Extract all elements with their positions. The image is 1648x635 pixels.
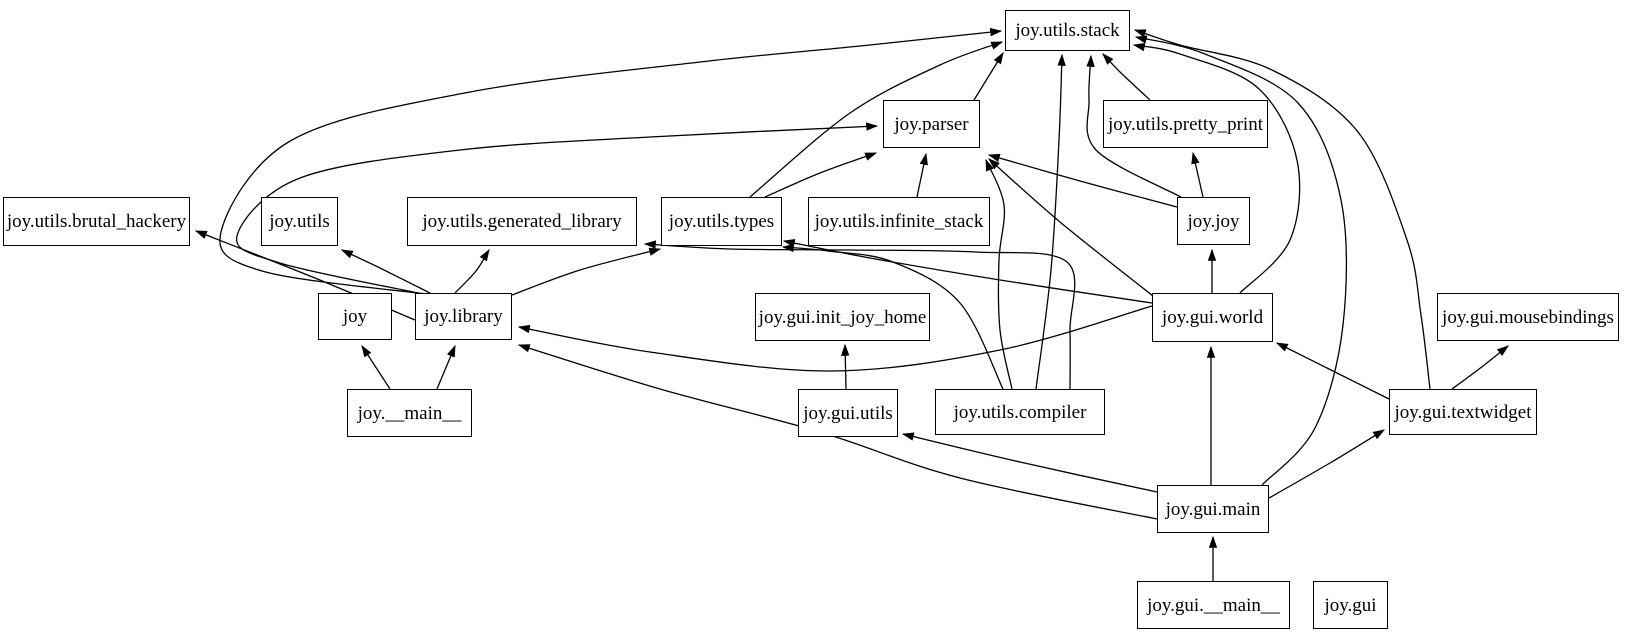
edge-joy-library--joy-utils-stack bbox=[219, 27, 1003, 295]
edge-joy-joy--joy-parser bbox=[987, 153, 1178, 208]
edge-joy-gui-world--joy-library bbox=[517, 305, 1153, 372]
node-joy-gui-utils: joy.gui.utils bbox=[798, 389, 898, 437]
edge-joy-utils-infinite-stack--joy-parser bbox=[916, 152, 928, 198]
edge-joy-gui-main--joy-gui-textwidget bbox=[1268, 429, 1386, 499]
edge-joy-gui-main--joy-utils-stack bbox=[1134, 35, 1348, 486]
node-joy-gui-world: joy.gui.world bbox=[1152, 293, 1273, 342]
node-joy-utils-types: joy.utils.types bbox=[661, 197, 782, 246]
node-joy-utils-brutal-hackery: joy.utils.brutal_hackery bbox=[3, 197, 190, 246]
node-joy-gui-main: joy.gui.main bbox=[1157, 485, 1269, 533]
edge-joy-gui-utils--joy-gui-init-joy-home bbox=[841, 343, 850, 390]
edge-joy-gui-textwidget--joy-utils-stack bbox=[1133, 29, 1431, 390]
edge-joy-library--joy-parser bbox=[236, 122, 879, 294]
edge-joy-parser--joy-utils-stack bbox=[973, 51, 1004, 101]
edge-joy-library--joy-utils bbox=[340, 249, 431, 294]
node-joy-main: joy.__main__ bbox=[347, 389, 472, 437]
edge-joy-utils-types--joy-parser bbox=[764, 152, 878, 198]
edge-joy-library--joy-utils-generated-library bbox=[454, 248, 490, 294]
edge-joy-main--joy bbox=[361, 344, 391, 390]
edge-joy-utils-pretty-print--joy-utils-stack bbox=[1102, 53, 1151, 101]
edge-joy-gui-world--joy-parser bbox=[988, 158, 1154, 297]
node-joy-parser: joy.parser bbox=[883, 100, 980, 148]
edge-joy-utils-types--joy-utils-stack bbox=[749, 41, 1004, 198]
node-joy-gui-textwidget: joy.gui.textwidget bbox=[1389, 389, 1537, 435]
edge-joy-joy--joy-utils-stack bbox=[1086, 54, 1182, 198]
edge-joy-gui-textwidget--joy-gui-mousebindings bbox=[1451, 345, 1509, 390]
node-joy-utils-generated-library: joy.utils.generated_library bbox=[407, 197, 637, 246]
edge-joy-utils-compiler--joy-parser bbox=[985, 158, 1013, 390]
node-joy: joy bbox=[318, 293, 392, 340]
edge-joy-utils-compiler--joy-utils-generated-library bbox=[643, 240, 1076, 390]
node-joy-utils: joy.utils bbox=[261, 197, 338, 246]
node-joy-utils-pretty-print: joy.utils.pretty_print bbox=[1103, 100, 1268, 148]
node-joy-gui: joy.gui bbox=[1313, 581, 1388, 629]
edge-joy-main--joy-library bbox=[436, 344, 456, 390]
node-joy-joy: joy.joy bbox=[1177, 197, 1250, 245]
node-joy-gui-init-joy-home: joy.gui.init_joy_home bbox=[755, 293, 930, 341]
edge-joy-library--joy-utils-types bbox=[511, 247, 662, 296]
edge-joy-gui-main--joy-gui-utils bbox=[901, 432, 1158, 493]
node-joy-gui-mousebindings: joy.gui.mousebindings bbox=[1437, 293, 1619, 341]
node-joy-library: joy.library bbox=[415, 293, 512, 340]
node-joy-utils-stack: joy.utils.stack bbox=[1005, 10, 1130, 51]
node-joy-utils-infinite-stack: joy.utils.infinite_stack bbox=[808, 197, 990, 246]
node-joy-gui-main: joy.gui.__main__ bbox=[1137, 581, 1290, 629]
edge-joy-joy--joy-utils-pretty-print bbox=[1191, 151, 1204, 198]
edge-joy-gui-textwidget--joy-gui-world bbox=[1275, 342, 1390, 400]
edge-joy-gui-world--joy-utils-stack bbox=[1132, 42, 1301, 294]
edge-joy-utils-compiler--joy-utils-stack bbox=[1035, 53, 1066, 390]
node-joy-utils-compiler: joy.utils.compiler bbox=[935, 389, 1105, 435]
